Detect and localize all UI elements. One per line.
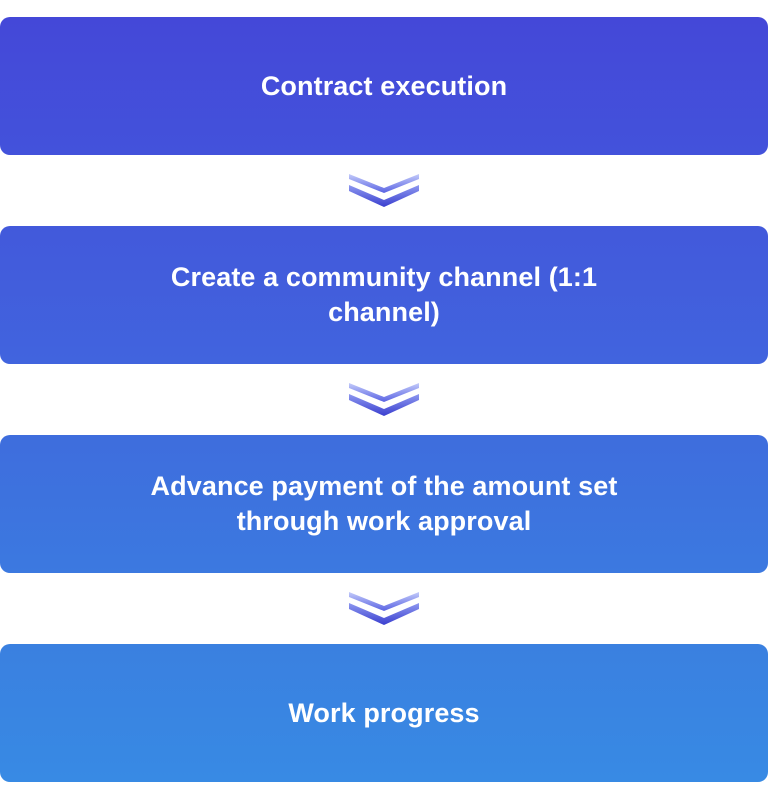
connector-1 xyxy=(0,155,768,226)
step-label: Advance payment of the amount set throug… xyxy=(150,471,618,536)
chevron-down-icon xyxy=(349,382,419,416)
connector-3 xyxy=(0,573,768,644)
step-label: Work progress xyxy=(288,697,480,728)
step-label: Create a community channel (1:1 channel) xyxy=(170,262,598,327)
chevron-down-icon xyxy=(349,173,419,207)
step-contract-execution: Contract execution xyxy=(0,17,768,155)
step-create-community-channel: Create a community channel (1:1 channel) xyxy=(0,226,768,364)
step-work-progress: Work progress xyxy=(0,644,768,782)
connector-2 xyxy=(0,364,768,435)
flowchart: Contract execution Create a community ch… xyxy=(0,17,768,782)
step-advance-payment: Advance payment of the amount set throug… xyxy=(0,435,768,573)
chevron-down-icon xyxy=(349,591,419,625)
step-label: Contract execution xyxy=(260,70,508,101)
